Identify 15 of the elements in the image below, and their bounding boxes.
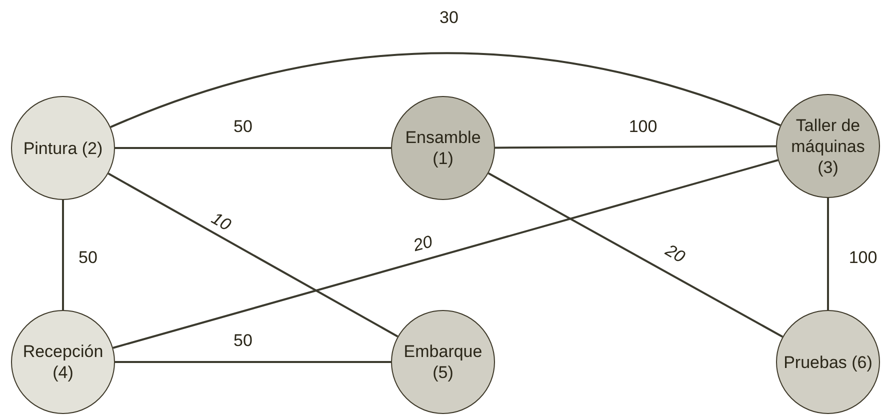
connector-line bbox=[115, 361, 391, 363]
connector-line bbox=[495, 145, 776, 149]
node-label: Pruebas (6) bbox=[782, 352, 874, 372]
connector-line bbox=[827, 198, 829, 310]
connector-line bbox=[115, 147, 391, 149]
node-label: Pintura (2) bbox=[22, 138, 104, 158]
node-label: Ensamble (1) bbox=[404, 127, 482, 169]
node-label: Recepción (4) bbox=[22, 341, 104, 383]
node-label: Embarque (5) bbox=[402, 341, 484, 383]
connector-line bbox=[108, 172, 398, 338]
connector-line bbox=[110, 52, 781, 128]
connector-line bbox=[62, 200, 64, 310]
connector-line bbox=[112, 159, 778, 349]
node-label: Taller de máquinas (3) bbox=[790, 114, 866, 178]
connector-line bbox=[488, 172, 784, 338]
